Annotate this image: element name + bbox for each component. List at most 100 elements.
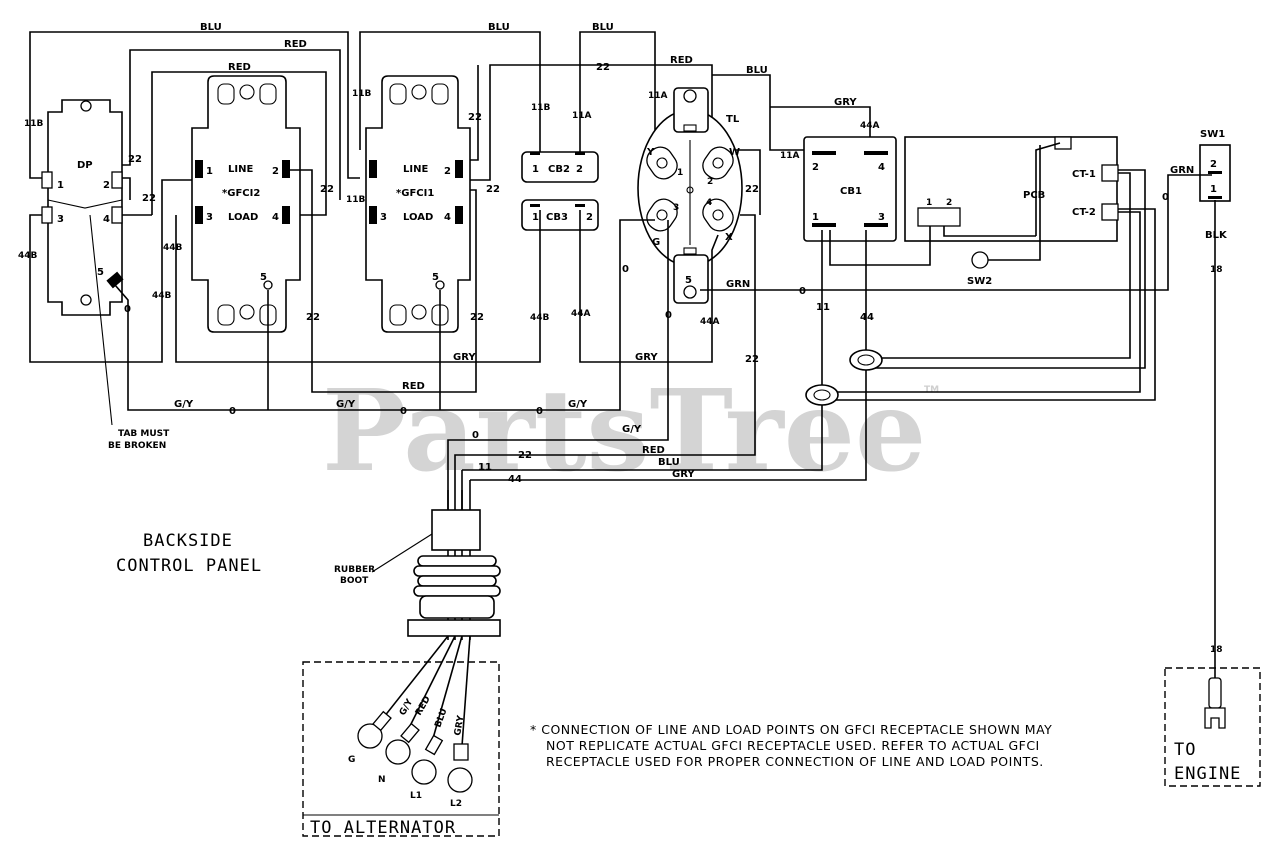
twistlock-pin-4: 4 [706,198,712,208]
gfci2-pin-4: 4 [272,212,279,223]
note-line1: * CONNECTION OF LINE AND LOAD POINTS ON … [530,722,1052,737]
lead-end-n: N [378,775,386,785]
twistlock-g-label: G [652,237,660,248]
gfci1-pin-4: 4 [444,212,451,223]
wire-label: GRN [1170,165,1194,176]
wire-label: 11 [816,302,830,313]
gfci1-name: *GFCI1 [396,188,434,199]
panel-title-line1: BACKSIDE [143,531,233,551]
gfci1-line-label: LINE [403,164,428,175]
wire-label: 22 [128,154,142,165]
cb2-breaker: 1 CB2 2 [521,151,599,183]
wire-label: 22 [306,312,320,323]
wire-label: 44B [530,313,550,323]
cb1-pin-3: 3 [878,212,885,223]
watermark-tm: TM [924,385,939,395]
gfci2-pin-2: 2 [272,166,279,177]
wire-labels: BLU BLU BLU RED RED RED 22 BLU GRY 44A 1… [18,22,1228,655]
gfci2-load-label: LOAD [228,212,258,223]
note-line2: NOT REPLICATE ACTUAL GFCI RECEPTACLE USE… [546,738,1040,753]
wire-label: BLU [488,22,510,33]
gfci1-load-label: LOAD [403,212,433,223]
gfci2-pin-3: 3 [206,212,213,223]
wire-label: 22 [468,112,482,123]
twistlock-receptacle: TL Y W G X 1 2 3 4 5 [637,87,743,304]
wire-label: 0 [1162,192,1169,203]
cb2-pin-1: 1 [532,164,539,175]
wire-label: 11B [346,195,366,205]
sw1-pin-1: 1 [1210,184,1217,195]
gfci1-pin-2: 2 [444,166,451,177]
sw1-label: SW1 [1200,129,1225,140]
boot-label-line2: BOOT [340,576,369,586]
wire-label: 11 [478,462,492,473]
lead-end-l2: L2 [450,799,462,809]
twistlock-x-label: X [725,232,733,243]
cb1-pin-2: 2 [812,162,819,173]
gfci2-line-label: LINE [228,164,253,175]
dp-pin-2: 2 [103,180,110,191]
wire-label: GRY [635,352,658,363]
gfci2-pin-5: 5 [260,272,267,283]
twistlock-w-label: W [729,147,740,158]
wire-label: 0 [400,406,407,417]
gfci1-pin-5: 5 [432,272,439,283]
wire-label: GRY [834,97,857,108]
tab-note: TAB MUST BE BROKEN [89,214,170,451]
wire-label: 0 [536,406,543,417]
lead-color-blu: BLU [433,707,449,729]
gfci2-pin-1: 1 [206,166,213,177]
wire-label: G/Y [174,399,194,410]
internal-wires [29,142,1216,690]
wire-label: 44B [18,251,38,261]
wire-label: RED [284,39,307,50]
lead-color-red: RED [414,695,433,718]
wire-label: 11A [648,91,668,101]
tab-note-line2: BE BROKEN [108,441,166,451]
wire-label: GRY [672,469,695,480]
wire-label: 0 [124,304,131,315]
tab-note-line1: TAB MUST [118,429,170,439]
boot-label-line1: RUBBER [334,565,375,575]
cb1-label: CB1 [840,186,862,197]
twistlock-y-label: Y [646,147,655,158]
sw1-switch: SW1 2 1 [1199,129,1231,202]
wire-label: G/Y [336,399,356,410]
dp-receptacle: DP 1 2 3 4 5 [41,99,124,316]
cb2-pin-2: 2 [576,164,583,175]
ct2-label: CT-2 [1072,207,1096,218]
gfci2-receptacle: LINE *GFCI2 LOAD 1 2 3 4 5 [191,75,301,333]
wire-label: 22 [142,193,156,204]
wire-label: BLK [1205,230,1228,241]
wire-label: RED [402,381,425,392]
twistlock-pin-5: 5 [685,275,692,286]
wire-label: 44B [163,243,183,253]
panel-title-line2: CONTROL PANEL [116,556,262,576]
engine-box: TO ENGINE [1164,667,1261,787]
wire-label: 18 [1210,645,1223,655]
wire-label: 11A [780,151,800,161]
wire-label: RED [670,55,693,66]
dp-label: DP [77,160,93,171]
wire-label: G/Y [622,424,642,435]
lead-end-l1: L1 [410,791,422,801]
wire-label: 22 [486,184,500,195]
wire-label: 22 [518,450,532,461]
wire-label: BLU [658,457,680,468]
wire-label: RED [228,62,251,73]
wire-label: BLU [200,22,222,33]
dp-pin-1: 1 [57,180,64,191]
wire-label: RED [642,445,665,456]
gfci1-receptacle: LINE *GFCI1 LOAD 2 3 4 5 [365,75,471,333]
wire-label: 22 [745,354,759,365]
wire-label: 0 [665,310,672,321]
wire-label: 44B [152,291,172,301]
twistlock-tl-label: TL [726,114,740,125]
lead-color-gy: G/Y [398,697,415,717]
wire-label: 22 [320,184,334,195]
twistlock-pin-3: 3 [673,203,679,213]
gfci2-name: *GFCI2 [222,188,260,199]
pcb-label: PCB [1023,190,1045,201]
wire-label: 22 [596,62,610,73]
